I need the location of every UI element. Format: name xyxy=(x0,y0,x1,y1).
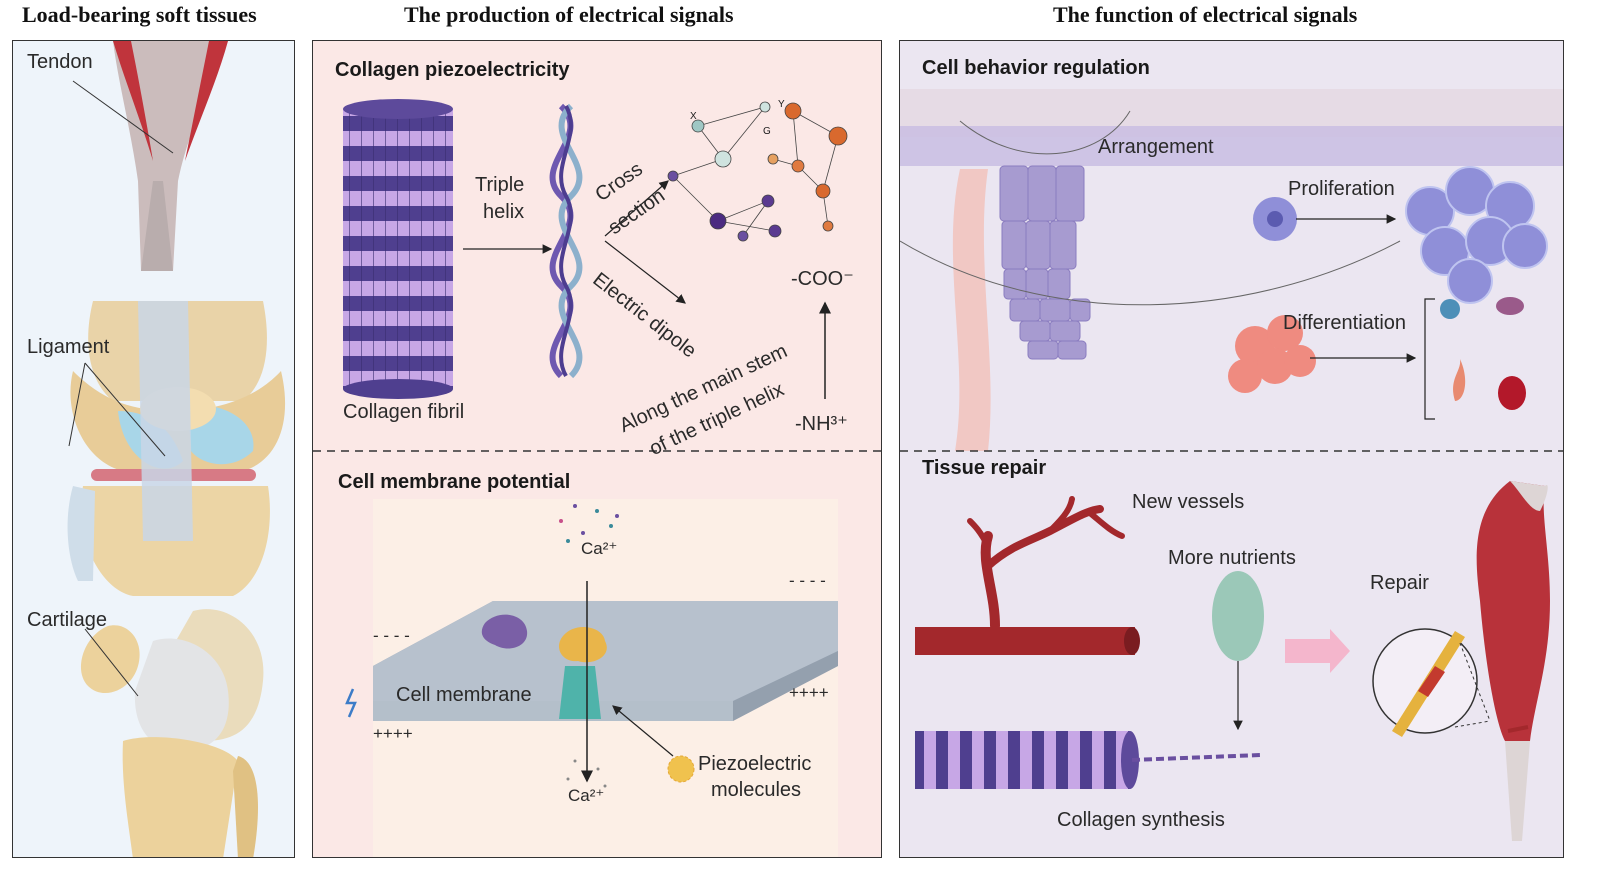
arrangement-label: Arrangement xyxy=(1098,136,1214,158)
collagen-synthesis-label: Collagen synthesis xyxy=(1057,809,1225,831)
differentiating-cell-cluster xyxy=(1228,315,1316,393)
collagen-piezoelectricity-heading: Collagen piezoelectricity xyxy=(335,59,570,81)
dipole-arrow xyxy=(604,240,686,304)
molecule-cross-section xyxy=(667,101,848,242)
diff-cell-4 xyxy=(1498,376,1526,410)
cell-column xyxy=(999,165,1091,360)
lightning-icon xyxy=(345,688,357,718)
diff-cell-2 xyxy=(1496,297,1524,315)
piezo-molecules-label-2: molecules xyxy=(711,779,802,801)
triple-label: Triple xyxy=(475,174,525,196)
cell-membrane-label: Cell membrane xyxy=(396,684,532,706)
triple-helix-shape xyxy=(549,103,583,379)
cell-behavior-heading: Cell behavior regulation xyxy=(922,57,1150,79)
piezo-molecule-icon xyxy=(667,755,695,783)
elongated-cells xyxy=(952,169,991,451)
nutrients-shape xyxy=(1212,571,1264,661)
collagen-fibril-shape xyxy=(343,99,453,399)
minus-charge-right: - - - - xyxy=(789,571,826,590)
cell-membrane-potential-heading: Cell membrane potential xyxy=(338,471,571,493)
main-vessel xyxy=(915,627,1135,655)
middle-column-title: The production of electrical signals xyxy=(404,2,734,27)
arrangement-curve-2 xyxy=(959,110,1131,155)
cell-membrane-shape xyxy=(373,601,838,721)
knee-ligament-illustration xyxy=(67,301,286,596)
proliferation-label: Proliferation xyxy=(1288,178,1395,200)
tissues-panel: Tendon Ligament Cartilage xyxy=(12,40,295,858)
cell-cluster xyxy=(1405,166,1548,304)
electrical-production-panel: Collagen piezoelectricity Collagen fibri… xyxy=(312,40,882,858)
piezo-arrow xyxy=(612,705,674,757)
calcium-bottom-label: Ca²⁺ xyxy=(568,786,605,805)
cartilage-illustration xyxy=(80,609,264,857)
blood-vessel-shape xyxy=(967,496,1125,631)
tissues-illustration xyxy=(67,41,286,857)
plus-charge-left: ++++ xyxy=(373,724,413,743)
differentiation-label: Differentiation xyxy=(1283,312,1407,334)
new-vessels-label: New vessels xyxy=(1132,491,1245,513)
electrical-function-illustration xyxy=(900,89,1563,841)
repair-label: Repair xyxy=(1370,572,1429,594)
collagen-strand xyxy=(1131,753,1261,762)
helix-label: helix xyxy=(483,201,525,223)
tendon-label: Tendon xyxy=(27,51,93,73)
mol-x-label: X xyxy=(690,111,697,122)
nh-label: -NH³⁺ xyxy=(795,413,848,435)
arrangement-curve-1 xyxy=(900,240,1401,306)
tendon-illustration xyxy=(72,41,228,271)
diff-cell-1 xyxy=(1440,299,1460,319)
collagen-fibril-label: Collagen fibril xyxy=(343,401,465,423)
left-column-title: Load-bearing soft tissues xyxy=(22,2,257,27)
cross-section-arrow xyxy=(604,180,669,237)
plus-charge-right: ++++ xyxy=(789,683,829,702)
mol-y-label: Y xyxy=(778,99,785,110)
tissue-repair-heading: Tissue repair xyxy=(922,457,1047,479)
ligament-label: Ligament xyxy=(27,336,110,358)
collagen-bundle xyxy=(915,731,1130,789)
calcium-dots xyxy=(559,504,619,788)
piezo-molecules-label-1: Piezoelectric xyxy=(698,753,812,775)
coo-label: -COO⁻ xyxy=(791,268,854,290)
muscle-shape xyxy=(1476,481,1550,741)
repair-arrow xyxy=(1285,629,1350,673)
electrical-production-illustration xyxy=(313,99,881,857)
right-column-title: The function of electrical signals xyxy=(1053,2,1358,27)
more-nutrients-label: More nutrients xyxy=(1168,547,1296,569)
diff-cell-3 xyxy=(1453,359,1466,401)
minus-charge-left: - - - - xyxy=(373,626,410,645)
tissue-layer-cells xyxy=(900,126,1563,166)
cartilage-label: Cartilage xyxy=(27,609,108,631)
electrical-function-panel: Cell behavior regulation Arrangement Pro… xyxy=(899,40,1564,858)
mol-g-label: G xyxy=(763,126,771,137)
differentiation-bracket xyxy=(1424,298,1435,420)
calcium-top-label: Ca²⁺ xyxy=(581,539,618,558)
